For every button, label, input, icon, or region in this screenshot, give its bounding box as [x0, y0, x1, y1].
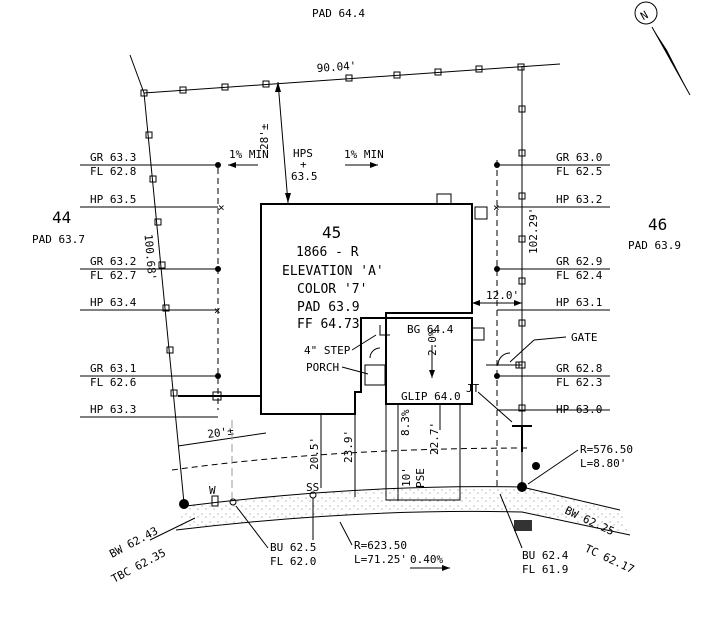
right-lot-number: 46 — [648, 215, 667, 234]
curve1-length: L=8.80' — [580, 457, 626, 470]
left-depth-dim: 100.68' — [142, 234, 159, 281]
lot-number: 45 — [322, 223, 341, 242]
right-hp-2: HP 63.1 — [556, 296, 602, 309]
right-grades: GR 63.0 FL 62.5 × HP 63.2 GR 62.9 FL 62.… — [493, 151, 610, 416]
jt-label: JT — [466, 382, 480, 395]
fl-right: FL 61.9 — [522, 563, 568, 576]
svg-text:×: × — [218, 201, 225, 214]
left-gr-3: GR 63.1 — [90, 362, 136, 375]
left-min-slope: 1% MIN — [229, 148, 269, 161]
house-pad: PAD 63.9 — [297, 300, 360, 315]
right-gr-3: GR 62.8 — [556, 362, 602, 375]
front-door-swing — [369, 347, 381, 359]
color-scheme: COLOR '7' — [297, 282, 367, 297]
right-gr-1: GR 63.0 — [556, 151, 602, 164]
right-min-slope: 1% MIN — [344, 148, 384, 161]
left-lot-number: 44 — [52, 208, 71, 227]
top-pad-label: PAD 64.4 — [312, 7, 365, 20]
left-hp-1: HP 63.5 — [90, 193, 136, 206]
curve2-radius: R=623.50 — [354, 539, 407, 552]
street-slope: 0.40% — [410, 553, 443, 566]
right-depth-dim: 102.29' — [527, 208, 540, 254]
house-footprint — [260, 203, 473, 415]
water-label: W — [209, 484, 216, 497]
left-hp-2: HP 63.4 — [90, 296, 137, 309]
walk-10-dim: 10' — [400, 467, 413, 487]
sidewalk — [176, 486, 630, 535]
utility-box — [514, 520, 532, 531]
left-fl-3: FL 62.6 — [90, 376, 136, 389]
fl-left: FL 62.0 — [270, 555, 316, 568]
elevation-name: ELEVATION 'A' — [282, 264, 384, 279]
left-gr-2: GR 63.2 — [90, 255, 136, 268]
right-fl-1: FL 62.5 — [556, 165, 602, 178]
finish-floor: FF 64.73 — [297, 317, 360, 332]
utility-marker — [532, 462, 540, 470]
bu-right: BU 62.4 — [522, 549, 569, 562]
curve1-radius: R=576.50 — [580, 443, 633, 456]
gate-label: GATE — [571, 331, 598, 344]
north-arrow-icon: N — [634, 1, 691, 96]
right-fl-3: FL 62.3 — [556, 376, 602, 389]
hps-value: 63.5 — [291, 170, 318, 183]
plan-name: 1866 - R — [296, 245, 359, 260]
left-lot-pad: PAD 63.7 — [32, 233, 85, 246]
rear-width-dim: 90.04' — [316, 59, 357, 75]
left-fl-2: FL 62.7 — [90, 269, 136, 282]
hps-label: HPS — [293, 147, 313, 160]
left-grades: GR 63.3 FL 62.8 × HP 63.5 GR 63.2 FL 62.… — [80, 151, 225, 418]
porch-pad — [364, 364, 386, 386]
left-fl-1: FL 62.8 — [90, 165, 136, 178]
left-hp-3: HP 63.3 — [90, 403, 136, 416]
step-label: 4" STEP — [304, 344, 351, 357]
bg-elevation: BG 64.4 — [407, 323, 454, 336]
right-hp-3: HP 63.0 — [556, 403, 602, 416]
yard-slope: 2.0% — [426, 329, 439, 356]
curve2-length: L=71.25' — [354, 553, 407, 566]
rear-setback-line — [277, 81, 289, 204]
glip-label: GLIP 64.0 — [401, 390, 461, 403]
sewer-label: SS — [306, 481, 319, 494]
tc-right: TC 62.17 — [583, 542, 637, 576]
right-fl-2: FL 62.4 — [556, 269, 603, 282]
front-setback-20-5: 20.5' — [308, 437, 321, 470]
porch-label: PORCH — [306, 361, 339, 374]
left-monument — [179, 499, 189, 509]
front-setback-23-9: 23.9' — [342, 430, 355, 463]
pse-label: PSE — [414, 468, 427, 488]
front-yard-20-line — [177, 432, 267, 447]
left-gr-1: GR 63.3 — [90, 151, 136, 164]
right-lot-pad: PAD 63.9 — [628, 239, 681, 252]
ac-pad — [474, 206, 488, 220]
hps-plus: + — [300, 158, 307, 171]
bu-left: BU 62.5 — [270, 541, 316, 554]
chimney — [436, 193, 452, 205]
fence-posts — [140, 63, 526, 412]
north-label: N — [638, 8, 650, 23]
side-door-box — [471, 327, 485, 341]
svg-text:×: × — [493, 201, 500, 214]
right-monument — [517, 482, 527, 492]
front-setback-line — [171, 447, 529, 471]
right-gr-2: GR 62.9 — [556, 255, 602, 268]
drive-slope: 8.3% — [399, 409, 412, 436]
svg-text:×: × — [214, 304, 221, 317]
side-setback-12: 12.0' — [486, 289, 519, 302]
water-meter-icon — [211, 495, 219, 507]
front-yard-20-dim: 20'± — [207, 424, 235, 441]
rear-setback-dim: 28'± — [258, 123, 271, 150]
lot-boundary — [129, 54, 561, 504]
right-hp-1: HP 63.2 — [556, 193, 602, 206]
drive-length: 22.7' — [428, 422, 441, 455]
gate-swing — [497, 352, 511, 366]
